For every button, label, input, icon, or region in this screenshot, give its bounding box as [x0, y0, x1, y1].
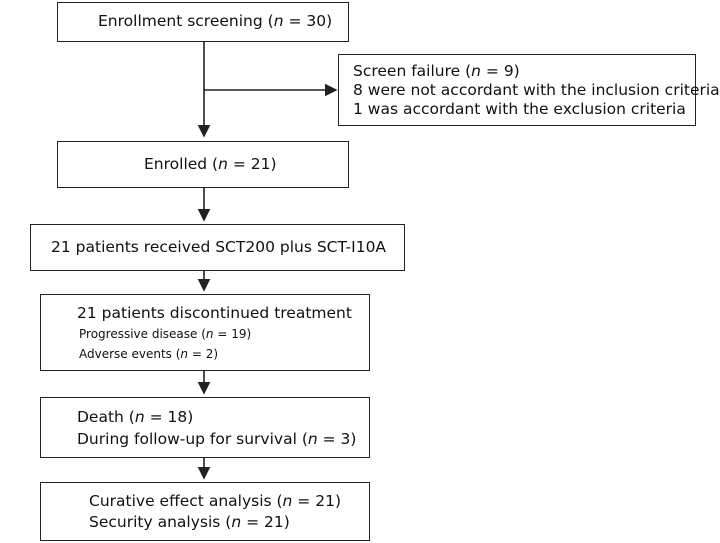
- screen-failure-title: Screen failure (n = 9): [353, 61, 520, 81]
- security-text: Security analysis (: [89, 513, 232, 531]
- enrollment-screening-label: Enrollment screening (n = 30): [98, 11, 332, 31]
- enrollment-count: = 30): [283, 12, 333, 30]
- screen-failure-n: n: [471, 62, 481, 80]
- follow-up-label: During follow-up for survival (n = 3): [77, 429, 356, 449]
- enrolled-n: n: [218, 155, 228, 173]
- enrolled-box: Enrolled (n = 21): [57, 141, 349, 188]
- enrollment-text: Enrollment screening (: [98, 12, 274, 30]
- death-count: = 18): [144, 408, 194, 426]
- curative-effect-label: Curative effect analysis (n = 21): [89, 491, 341, 511]
- death-box: Death (n = 18) During follow-up for surv…: [40, 397, 370, 458]
- connector-arrows: [197, 42, 338, 480]
- death-label: Death (n = 18): [77, 407, 193, 427]
- enrollment-n: n: [273, 12, 284, 30]
- screen-failure-count: = 9): [480, 62, 520, 80]
- enrolled-count: = 21): [227, 155, 277, 173]
- screen-failure-box: Screen failure (n = 9) 8 were not accord…: [338, 54, 720, 126]
- pd-text: Progressive disease (: [79, 327, 206, 341]
- ae-count: = 2): [188, 347, 219, 361]
- curative-n: n: [282, 492, 293, 510]
- adverse-events-label: Adverse events (n = 2): [79, 346, 218, 362]
- curative-text: Curative effect analysis (: [89, 492, 283, 510]
- analysis-box: Curative effect analysis (n = 21) Securi…: [40, 482, 370, 541]
- discontinued-box: 21 patients discontinued treatment Progr…: [40, 294, 370, 371]
- pd-n: n: [205, 327, 214, 341]
- screen-failure-exclusion: 1 was accordant with the exclusion crite…: [353, 100, 686, 118]
- pd-count: = 19): [213, 327, 252, 341]
- discontinued-title: 21 patients discontinued treatment: [77, 304, 352, 322]
- progressive-disease-label: Progressive disease (n = 19): [79, 326, 251, 342]
- death-n: n: [134, 408, 145, 426]
- enrolled-label: Enrolled (n = 21): [144, 154, 277, 174]
- death-text: Death (: [77, 408, 135, 426]
- curative-count: = 21): [292, 492, 341, 510]
- ae-text: Adverse events (: [79, 347, 181, 361]
- follow-up-n: n: [307, 430, 318, 448]
- screen-failure-inclusion: 8 were not accordant with the inclusion …: [353, 81, 720, 99]
- follow-up-count: = 3): [317, 430, 357, 448]
- ae-n: n: [180, 347, 189, 361]
- security-n: n: [231, 513, 242, 531]
- security-count: = 21): [241, 513, 290, 531]
- received-treatment-label: 21 patients received SCT200 plus SCT-I10…: [51, 238, 387, 256]
- security-analysis-label: Security analysis (n = 21): [89, 512, 290, 532]
- enrolled-text: Enrolled (: [144, 155, 219, 173]
- follow-up-text: During follow-up for survival (: [77, 430, 308, 448]
- screen-failure-text: Screen failure (: [353, 62, 472, 80]
- received-treatment-box: 21 patients received SCT200 plus SCT-I10…: [30, 224, 405, 271]
- enrollment-screening-box: Enrollment screening (n = 30): [57, 2, 349, 42]
